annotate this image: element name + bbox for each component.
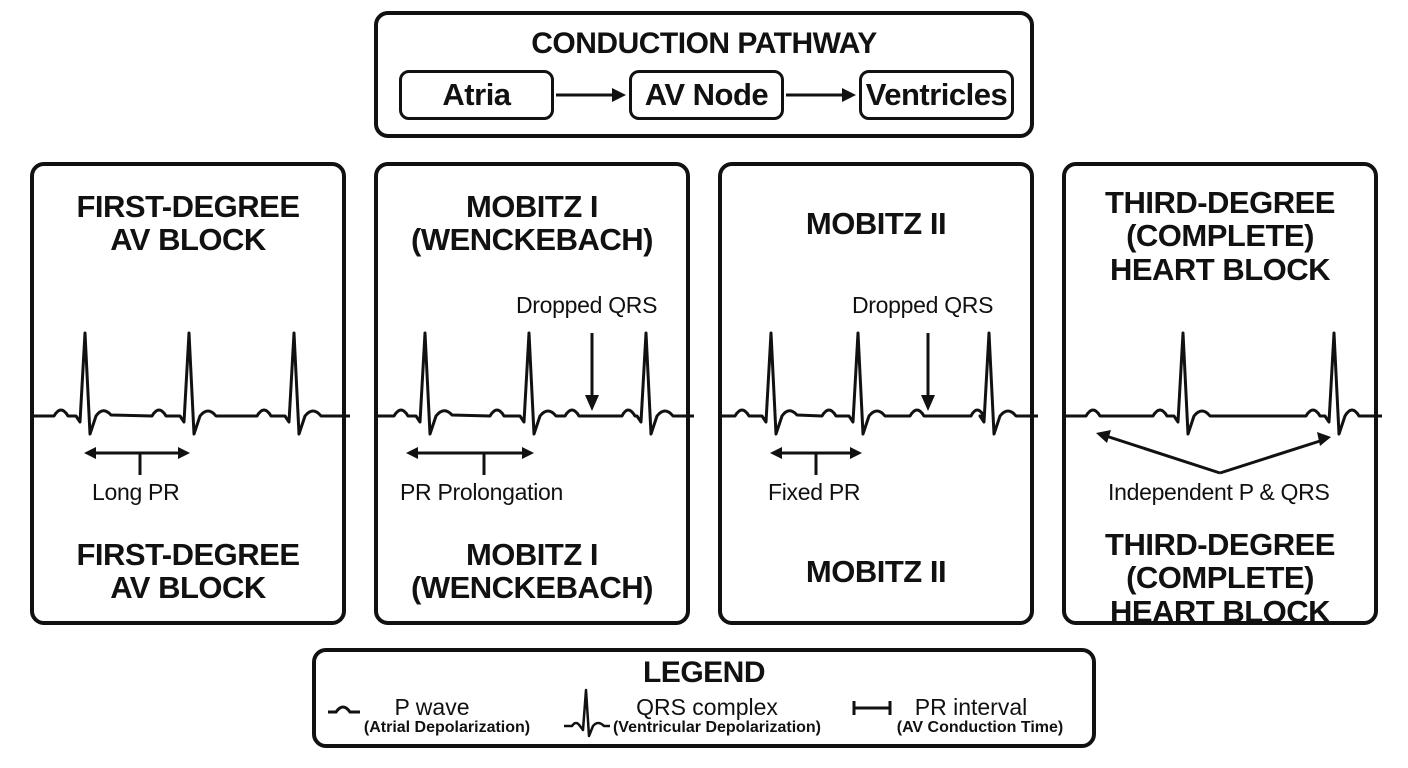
legend-p-wave-name: P wave — [394, 694, 470, 720]
panel-title: MOBITZ II — [805, 206, 947, 241]
arrow-right-icon — [786, 88, 856, 102]
panel-bottom-title: MOBITZ I(WENCKEBACH) — [411, 537, 653, 606]
annotation-independent: Independent P & QRS — [1108, 479, 1330, 505]
p-wave-icon — [328, 705, 360, 714]
annotation-dropped-qrs: Dropped QRS — [516, 292, 658, 318]
double-arrow-icon — [406, 447, 534, 459]
panel-mobitz-ii: MOBITZ II Dropped QRS Fixed PR MOBITZ II — [718, 162, 1038, 625]
panel-title: MOBITZ I(WENCKEBACH) — [411, 189, 653, 258]
panel-third-degree: THIRD-DEGREE(COMPLETE)HEART BLOCK Indepe… — [1062, 162, 1382, 629]
ecg-trace — [722, 331, 1038, 436]
ecg-strip — [722, 331, 1038, 475]
node-av-node: AV Node — [629, 70, 784, 120]
pathway-title: CONDUCTION PATHWAY — [531, 27, 877, 60]
qrs-complex-icon — [564, 688, 610, 738]
double-arrow-icon — [770, 447, 862, 459]
double-arrow-icon — [84, 447, 190, 459]
arrow-icon — [1317, 432, 1331, 446]
ecg-trace — [1066, 331, 1382, 436]
legend-qrs-desc: (Ventricular Depolarization) — [612, 719, 822, 736]
annotation-fixed-pr: Fixed PR — [768, 479, 861, 505]
node-atria: Atria — [399, 70, 554, 120]
annotation-long-pr: Long PR — [92, 479, 180, 505]
ecg-trace — [34, 331, 350, 436]
legend-box: LEGEND P wave (Atrial Depolarization) QR… — [312, 648, 1096, 748]
legend-title: LEGEND — [642, 656, 766, 689]
legend-p-wave-desc: (Atrial Depolarization) — [363, 719, 531, 736]
conduction-pathway-box: CONDUCTION PATHWAY Atria AV Node Ventric… — [374, 11, 1034, 138]
pr-interval-icon — [852, 701, 892, 715]
arrow-right-icon — [556, 88, 626, 102]
ecg-trace — [378, 331, 694, 436]
arrow-down-icon — [921, 395, 935, 411]
legend-pr-desc: (AV Conduction Time) — [896, 719, 1064, 736]
node-ventricles: Ventricles — [859, 70, 1014, 120]
pathway-arrows — [556, 88, 856, 102]
annotation-pr-prolongation: PR Prolongation — [400, 479, 563, 505]
ecg-strip — [378, 331, 694, 475]
panel-bottom-title: THIRD-DEGREE(COMPLETE)HEART BLOCK — [1105, 527, 1335, 629]
ecg-strip — [34, 331, 350, 475]
panel-mobitz-i: MOBITZ I(WENCKEBACH) Dropped QRS PR Prol… — [374, 162, 694, 625]
ecg-strip — [1066, 331, 1382, 475]
arrow-down-icon — [585, 395, 599, 411]
annotation-dropped-qrs: Dropped QRS — [852, 292, 994, 318]
panel-title: THIRD-DEGREE(COMPLETE)HEART BLOCK — [1105, 185, 1335, 287]
legend-qrs-name: QRS complex — [636, 694, 778, 720]
arrow-icon — [1096, 430, 1111, 443]
legend-pr-name: PR interval — [914, 694, 1028, 720]
panel-bottom-title: MOBITZ II — [805, 554, 947, 589]
